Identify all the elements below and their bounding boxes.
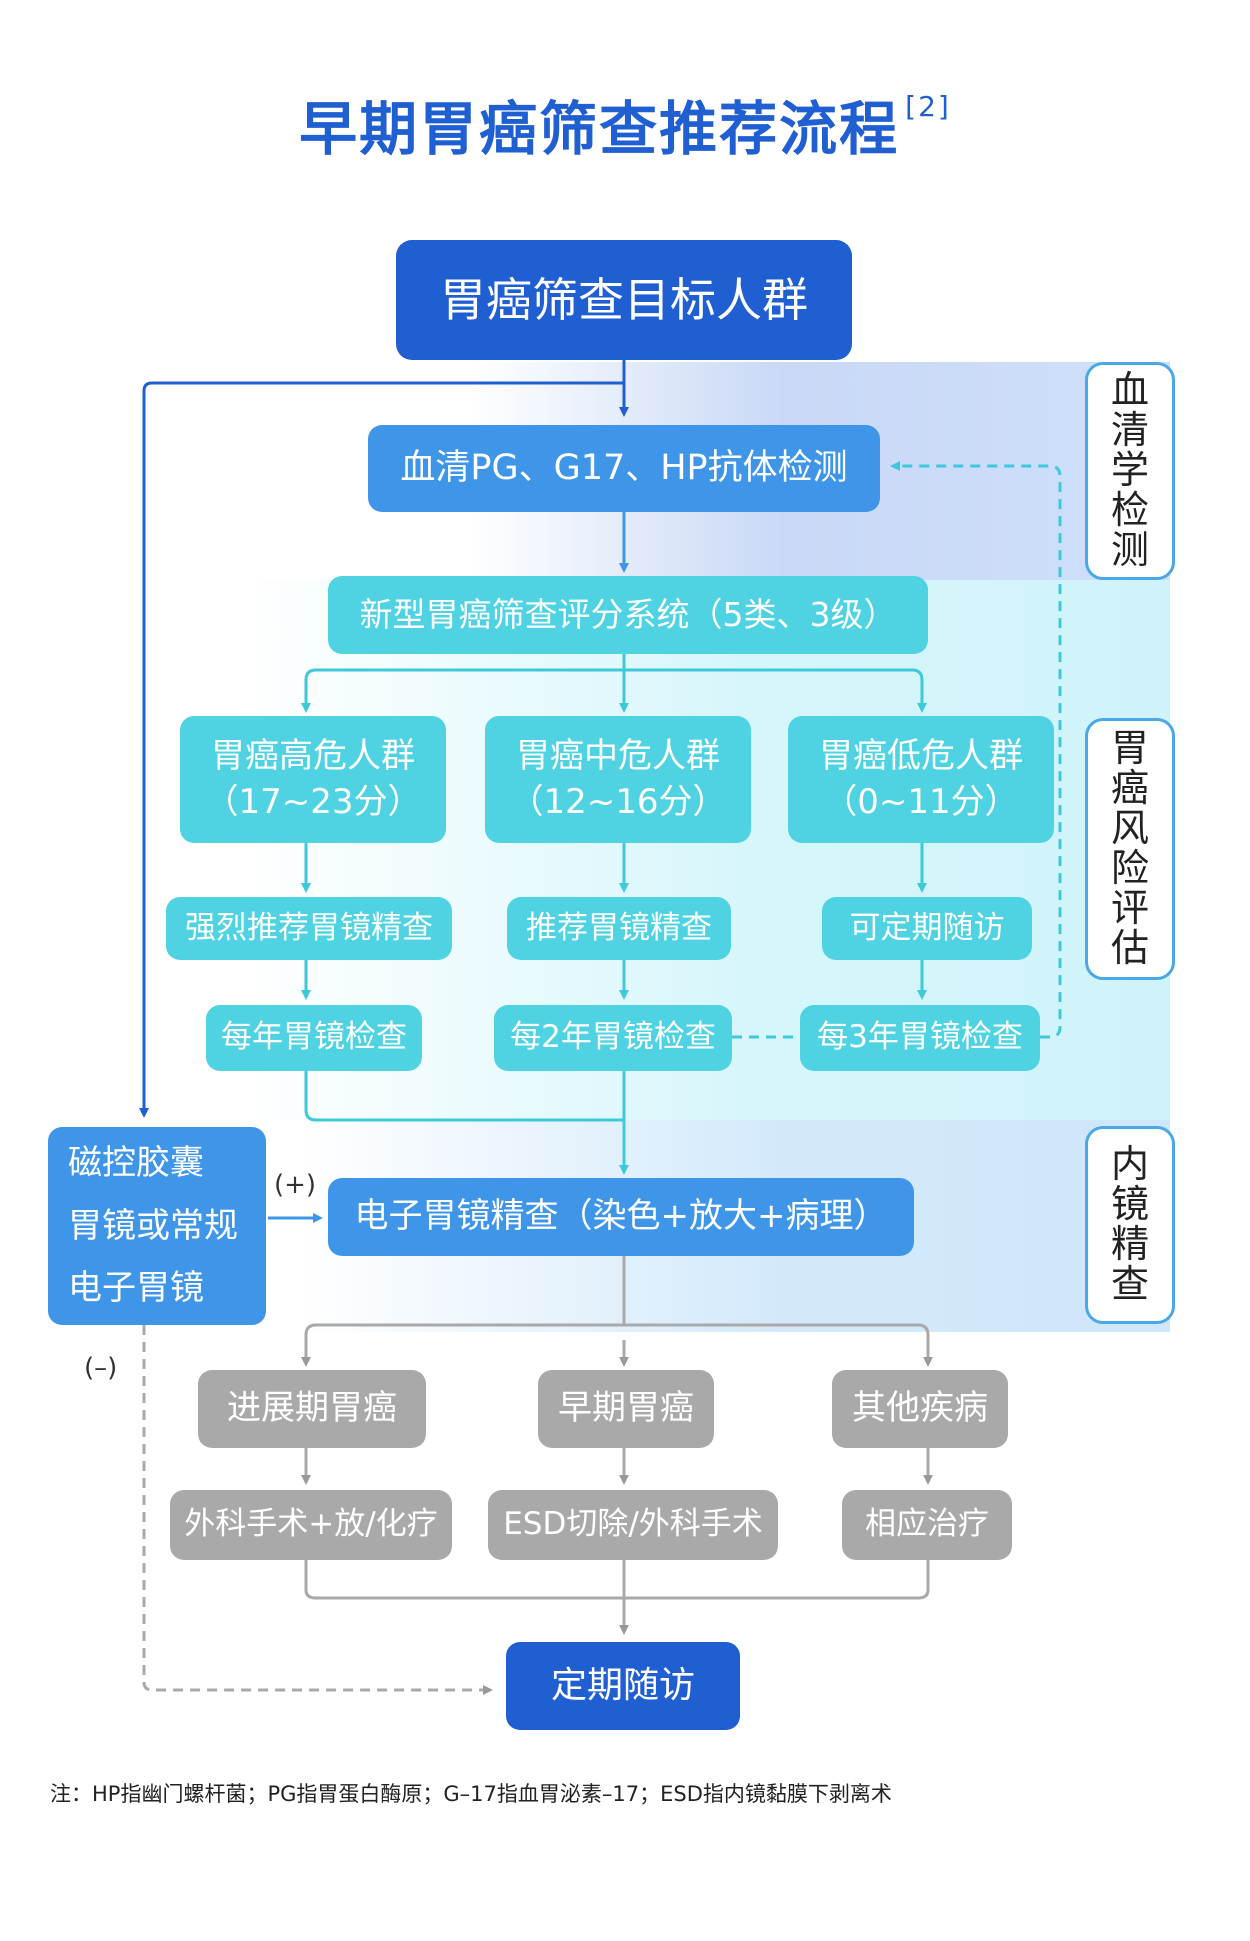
- high-risk-recommendation-label: 强烈推荐胃镜精查: [185, 909, 433, 946]
- high-risk-interval-box: 每年胃镜检查: [206, 1005, 422, 1071]
- medium-risk-group-name: 胃癌中危人群: [516, 735, 720, 776]
- high-risk-group-name: 胃癌高危人群: [211, 735, 415, 776]
- serology-side-label: 血 清 学 检 测: [1085, 362, 1175, 580]
- advanced-cancer-treatment-label: 外科手术+放/化疗: [184, 1506, 438, 1543]
- endoscopy-box: 电子胃镜精查（染色+放大+病理）: [328, 1178, 914, 1256]
- low-risk-recommendation-box: 可定期随访: [822, 897, 1032, 960]
- capsule-line-1: 磁控胶囊: [68, 1142, 204, 1183]
- positive-sign: (+): [274, 1170, 317, 1200]
- risk-char-5: 评: [1110, 885, 1149, 930]
- early-cancer-label: 早期胃癌: [558, 1388, 694, 1429]
- endoscopy-side-label: 内 镜 精 查: [1085, 1126, 1175, 1324]
- target-population-box: 胃癌筛查目标人群: [396, 240, 852, 360]
- risk-char-1: 胃: [1110, 726, 1149, 771]
- follow-up-box: 定期随访: [506, 1642, 740, 1730]
- serology-test-box: 血清PG、G17、HP抗体检测: [368, 425, 880, 512]
- medium-risk-interval-label: 每2年胃镜检查: [510, 1019, 716, 1056]
- other-diseases-treatment-label: 相应治疗: [865, 1506, 989, 1543]
- low-risk-group-score: （0~11分）: [823, 781, 1019, 822]
- target-population-label: 胃癌筛查目标人群: [440, 272, 808, 327]
- low-risk-interval-label: 每3年胃镜检查: [817, 1019, 1023, 1056]
- risk-char-3: 风: [1110, 806, 1149, 851]
- page-title: 早期胃癌筛查推荐流程[2]: [0, 82, 1250, 166]
- low-risk-group-box: 胃癌低危人群 （0~11分）: [788, 716, 1054, 843]
- title-reference: [2]: [905, 90, 951, 123]
- medium-risk-group-score: （12~16分）: [509, 781, 727, 822]
- medium-risk-recommendation-label: 推荐胃镜精查: [526, 909, 712, 946]
- serology-test-label: 血清PG、G17、HP抗体检测: [400, 447, 848, 488]
- risk-char-4: 险: [1110, 846, 1149, 890]
- risk-char-6: 估: [1110, 925, 1149, 970]
- endoscopy-char-3: 精: [1110, 1222, 1149, 1266]
- serology-char-5: 测: [1110, 527, 1149, 572]
- low-risk-recommendation-label: 可定期随访: [849, 909, 1005, 946]
- serology-char-4: 检: [1110, 487, 1149, 532]
- endoscopy-char-2: 镜: [1110, 1182, 1149, 1227]
- high-risk-recommendation-box: 强烈推荐胃镜精查: [166, 897, 452, 960]
- other-diseases-box: 其他疾病: [832, 1370, 1008, 1448]
- high-risk-group-score: （17~23分）: [204, 781, 422, 822]
- other-diseases-treatment-box: 相应治疗: [842, 1490, 1012, 1560]
- advanced-cancer-label: 进展期胃癌: [227, 1388, 397, 1429]
- serology-char-2: 清: [1110, 408, 1149, 453]
- medium-risk-recommendation-box: 推荐胃镜精查: [507, 897, 731, 960]
- low-risk-interval-box: 每3年胃镜检查: [800, 1005, 1040, 1071]
- negative-sign: (–): [84, 1353, 118, 1383]
- capsule-line-2: 胃镜或常规: [68, 1205, 238, 1246]
- capsule-line-3: 电子胃镜: [68, 1268, 204, 1309]
- early-cancer-treatment-label: ESD切除/外科手术: [503, 1506, 763, 1543]
- advanced-cancer-treatment-box: 外科手术+放/化疗: [170, 1490, 452, 1560]
- risk-assessment-side-label: 胃 癌 风 险 评 估: [1085, 718, 1175, 980]
- endoscopy-char-1: 内: [1110, 1142, 1149, 1187]
- serology-char-3: 学: [1110, 448, 1149, 493]
- footnote: 注：HP指幽门螺杆菌；PG指胃蛋白酶原；G–17指血胃泌素–17；ESD指内镜黏…: [50, 1782, 892, 1806]
- advanced-cancer-box: 进展期胃癌: [198, 1370, 426, 1448]
- scoring-system-box: 新型胃癌筛查评分系统（5类、3级）: [328, 576, 928, 654]
- endoscopy-char-4: 查: [1110, 1261, 1149, 1306]
- high-risk-group-box: 胃癌高危人群 （17~23分）: [180, 716, 446, 843]
- serology-char-1: 血: [1110, 368, 1149, 413]
- high-risk-interval-label: 每年胃镜检查: [221, 1019, 407, 1056]
- low-risk-group-name: 胃癌低危人群: [819, 735, 1023, 776]
- endoscopy-label: 电子胃镜精查（染色+放大+病理）: [354, 1196, 888, 1237]
- other-diseases-label: 其他疾病: [852, 1388, 988, 1429]
- medium-risk-interval-box: 每2年胃镜检查: [494, 1005, 732, 1071]
- risk-char-2: 癌: [1110, 766, 1149, 811]
- medium-risk-group-box: 胃癌中危人群 （12~16分）: [485, 716, 751, 843]
- scoring-system-label: 新型胃癌筛查评分系统（5类、3级）: [359, 594, 897, 634]
- early-cancer-treatment-box: ESD切除/外科手术: [488, 1490, 778, 1560]
- title-text: 早期胃癌筛查推荐流程: [299, 95, 900, 163]
- early-cancer-box: 早期胃癌: [538, 1370, 714, 1448]
- follow-up-label: 定期随访: [550, 1664, 695, 1706]
- capsule-endoscopy-box: 磁控胶囊 胃镜或常规 电子胃镜: [48, 1127, 266, 1325]
